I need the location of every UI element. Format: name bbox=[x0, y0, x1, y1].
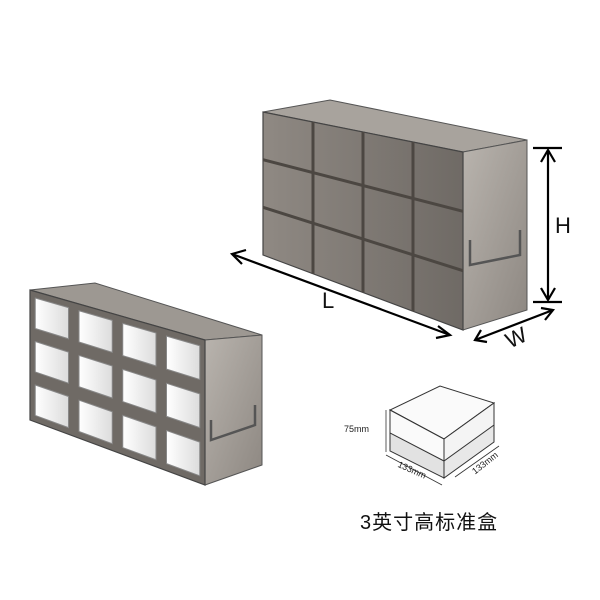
drawer bbox=[78, 310, 113, 354]
drawer bbox=[166, 429, 201, 477]
box-caption: 3英寸高标准盒 bbox=[360, 512, 499, 534]
rack-handle bbox=[468, 230, 522, 267]
drawer bbox=[34, 340, 69, 384]
rack-handle bbox=[209, 405, 257, 442]
drawer bbox=[78, 354, 113, 399]
height-label: H bbox=[555, 213, 571, 238]
rack-shelf bbox=[262, 205, 464, 273]
standard-box-diagram bbox=[385, 385, 500, 486]
drawer bbox=[122, 322, 157, 367]
dimension-arrows bbox=[229, 146, 562, 344]
drawer bbox=[166, 335, 201, 381]
drawer bbox=[166, 382, 201, 429]
drawer bbox=[34, 384, 69, 429]
drawer bbox=[78, 399, 113, 445]
rack-shelf bbox=[262, 158, 464, 213]
drawer bbox=[34, 297, 69, 340]
length-label: L bbox=[322, 288, 335, 313]
box-height-label: 75mm bbox=[344, 424, 370, 434]
drawer bbox=[122, 368, 157, 414]
open-rack bbox=[262, 99, 528, 331]
drawer-rack bbox=[29, 282, 263, 486]
drawer bbox=[122, 414, 157, 461]
